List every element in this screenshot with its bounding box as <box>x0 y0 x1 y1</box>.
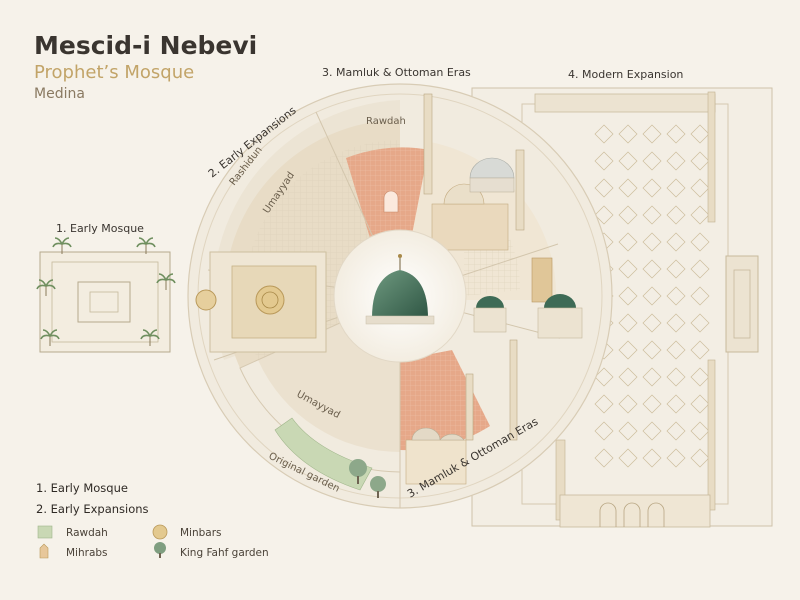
umbrella-icon <box>690 286 710 306</box>
palm-tree-icon <box>136 237 156 254</box>
umbrella-icon <box>618 367 638 387</box>
section-mamluk-top: 3. Mamluk & Ottoman Eras <box>322 66 471 79</box>
legend-item-rawdah: Rawdah <box>66 527 108 539</box>
umbrella-icon <box>642 286 662 306</box>
umbrella-icon <box>618 286 638 306</box>
umbrella-icon <box>594 448 614 468</box>
legend: 1. Early Mosque 2. Early Expansions Rawd… <box>36 481 269 559</box>
umbrella-icon <box>666 367 686 387</box>
garden-trees <box>349 459 386 498</box>
original-garden <box>274 417 373 491</box>
label-rawdah: Rawdah <box>366 116 406 127</box>
umbrella-icon <box>690 313 710 333</box>
mihrab-niche-icon <box>39 543 49 559</box>
umbrella-icon <box>666 340 686 360</box>
palm-tree-icon <box>52 237 72 254</box>
umbrella-icon <box>594 151 614 171</box>
umbrella-icon <box>594 367 614 387</box>
umbrella-icon <box>642 340 662 360</box>
umbrella-icon <box>618 421 638 441</box>
palm-tree-icon <box>156 273 176 290</box>
umbrella-icon <box>666 205 686 225</box>
umbrella-icon <box>666 448 686 468</box>
section-modern: 4. Modern Expansion <box>568 68 683 81</box>
legend-item-minbars: Minbars <box>180 527 222 539</box>
palm-tree-icon <box>140 329 160 346</box>
ottoman-buildings <box>405 93 583 485</box>
umbrella-icon <box>618 313 638 333</box>
umbrella-icon <box>594 421 614 441</box>
umbrella-icon <box>618 205 638 225</box>
umbrella-icon <box>642 205 662 225</box>
umbrella-icon <box>642 151 662 171</box>
umbrella-icon <box>618 448 638 468</box>
umbrella-icon <box>666 259 686 279</box>
umbrella-icon <box>666 151 686 171</box>
palm-tree-icon <box>40 329 60 346</box>
umbrella-icon <box>618 124 638 144</box>
legend-heading-1: 1. Early Mosque <box>36 481 128 495</box>
palm-trees <box>36 237 176 346</box>
umbrella-icon <box>666 178 686 198</box>
umbrella-icon <box>642 313 662 333</box>
umbrella-icon <box>666 232 686 252</box>
legend-heading-2: 2. Early Expansions <box>36 502 149 516</box>
umbrella-icon <box>642 232 662 252</box>
minbar-medallion <box>255 285 285 315</box>
city-label: Medina <box>34 86 85 102</box>
legend-item-mihrabs: Mihrabs <box>66 547 108 559</box>
umbrella-icon <box>618 178 638 198</box>
umbrella-icon <box>642 259 662 279</box>
umbrella-icon <box>690 232 710 252</box>
umbrella-icon <box>642 367 662 387</box>
umbrella-icon <box>666 394 686 414</box>
umbrella-icon <box>666 124 686 144</box>
umbrella-icon <box>666 286 686 306</box>
umbrella-icon <box>642 124 662 144</box>
umbrella-icon <box>666 313 686 333</box>
mihrab-icon <box>383 190 399 213</box>
minbar-badge <box>195 289 217 311</box>
umbrella-icon <box>666 421 686 441</box>
umbrella-icon <box>642 448 662 468</box>
green-dome <box>333 229 467 363</box>
umbrella-icon <box>618 151 638 171</box>
rawdah-swatch-icon <box>37 525 53 539</box>
umbrella-icon <box>618 232 638 252</box>
umbrella-icon <box>618 340 638 360</box>
umbrella-icon <box>594 205 614 225</box>
umbrella-icon <box>642 421 662 441</box>
umbrella-icon <box>642 178 662 198</box>
legend-item-king-fahf-garden: King Fahf garden <box>180 547 269 559</box>
page-title: Mescid-i Nebevi <box>34 31 257 60</box>
umbrella-grid <box>594 124 710 468</box>
umbrella-icon <box>690 259 710 279</box>
page-subtitle: Prophet’s Mosque <box>34 62 194 83</box>
umbrella-icon <box>618 394 638 414</box>
section-early-mosque: 1. Early Mosque <box>56 222 144 235</box>
tree-icon <box>154 542 166 558</box>
palm-tree-icon <box>36 279 56 296</box>
umbrella-icon <box>618 259 638 279</box>
umbrella-icon <box>594 124 614 144</box>
umbrella-icon <box>690 340 710 360</box>
minbar-medallion-icon <box>152 524 168 540</box>
umbrella-icon <box>594 178 614 198</box>
umbrella-icon <box>594 394 614 414</box>
umbrella-icon <box>642 394 662 414</box>
